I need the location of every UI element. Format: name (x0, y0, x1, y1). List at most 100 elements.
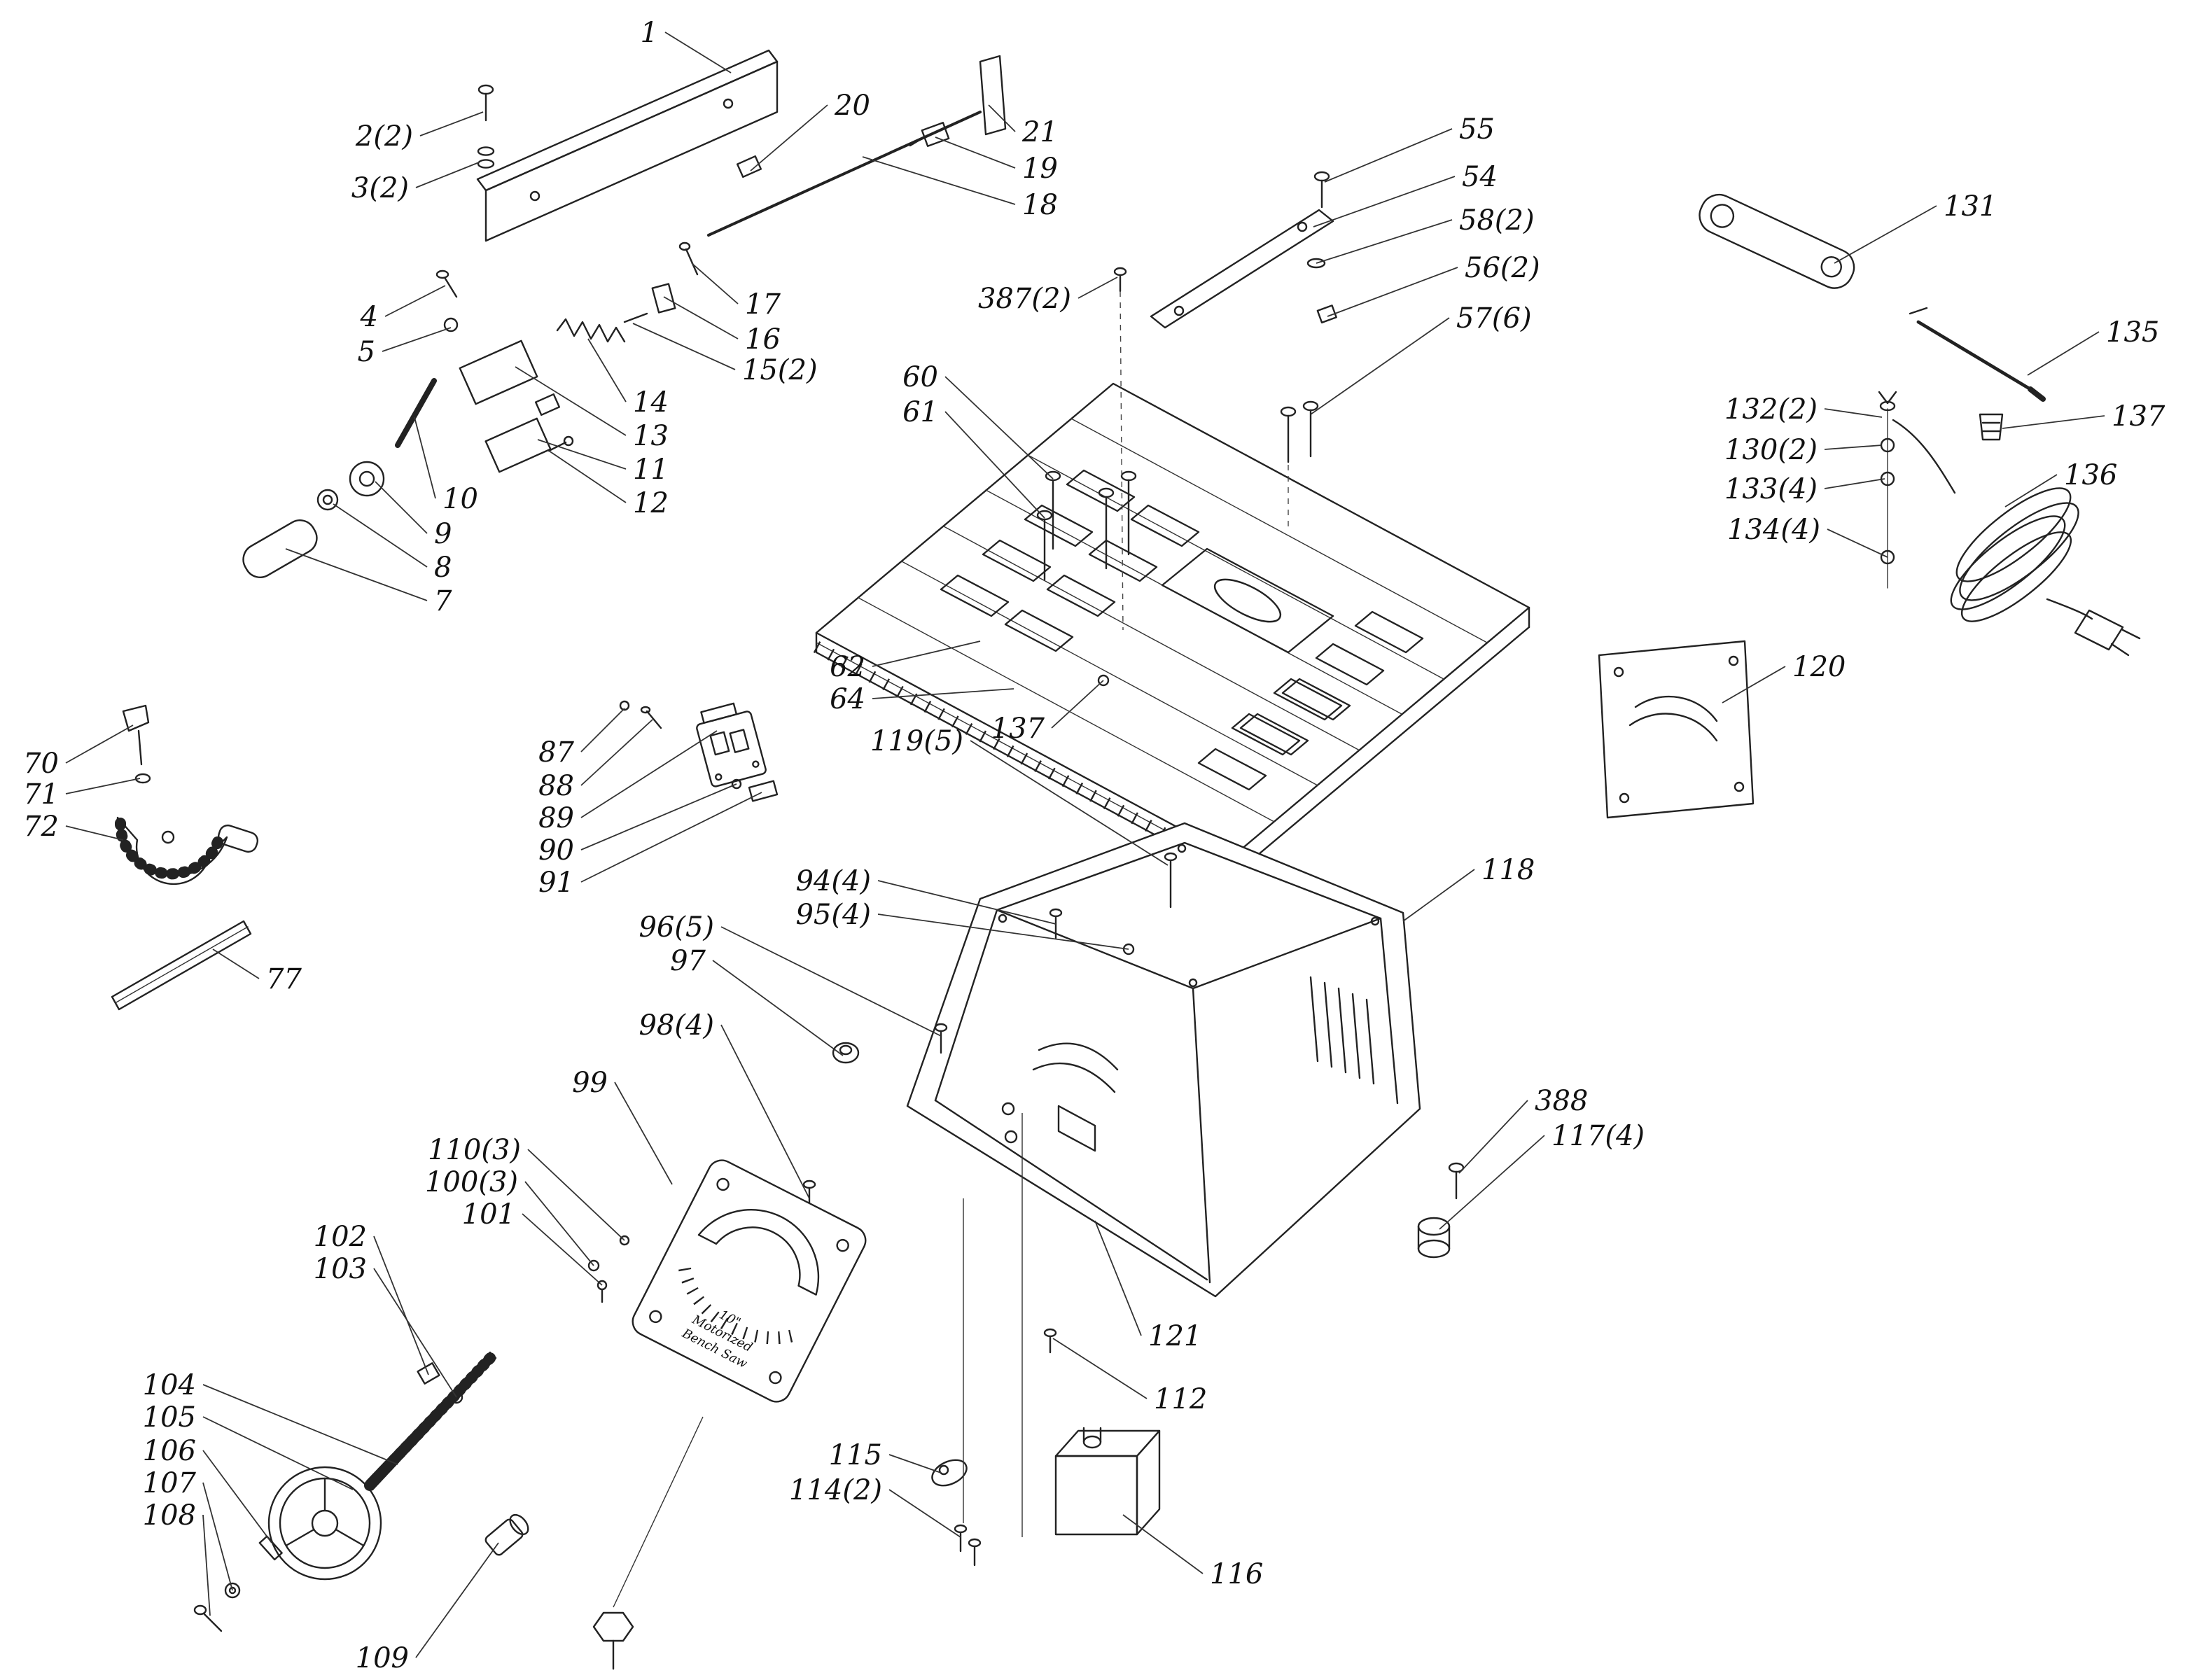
leader-line-9 (375, 481, 428, 534)
leader-line-70 (65, 724, 134, 764)
leader-line-114(2) (888, 1489, 961, 1538)
base-housing (906, 822, 1421, 1298)
leader-line-134(4) (1827, 528, 1888, 558)
callout-5: 5 (358, 336, 375, 368)
leader-line-55 (1324, 128, 1453, 183)
leader-line-387(2) (1077, 276, 1118, 299)
leader-line-77 (212, 948, 260, 979)
leader-line-104 (202, 1384, 398, 1465)
callout-60: 60 (902, 361, 938, 393)
callout-layer: 12(2)3(2)20211918555458(2)56(2)57(6)1311… (23, 17, 2165, 1674)
leader-line-117(4) (1439, 1135, 1545, 1230)
callout-12: 12 (633, 487, 669, 519)
leader-line-105 (202, 1416, 354, 1490)
leader-line-8 (333, 503, 428, 568)
leader-line-12 (548, 450, 627, 503)
leader-line-91 (580, 792, 762, 883)
callout-77: 77 (266, 963, 302, 995)
callout-61: 61 (902, 396, 938, 428)
callout-387(2): 387(2) (978, 283, 1071, 315)
handwheel-assembly (193, 1235, 634, 1670)
callout-17: 17 (745, 288, 781, 321)
leader-line-110(3) (527, 1149, 625, 1241)
callout-9: 9 (434, 518, 452, 550)
callout-110(3): 110(3) (428, 1134, 521, 1166)
callout-58(2): 58(2) (1459, 204, 1535, 237)
leader-line-94(4) (877, 880, 1056, 925)
callout-132(2): 132(2) (1724, 393, 1818, 426)
callout-16: 16 (745, 323, 781, 356)
cord-clamp-115 (931, 1459, 982, 1567)
callout-105: 105 (143, 1401, 196, 1434)
callout-96(5): 96(5) (639, 911, 714, 944)
leader-line-99 (614, 1082, 673, 1185)
callout-89: 89 (538, 802, 574, 834)
leader-line-98(4) (720, 1024, 810, 1199)
leader-line-135 (2027, 331, 2100, 376)
leader-line-16 (663, 296, 739, 340)
callout-13: 13 (633, 420, 669, 452)
leader-line-109 (415, 1542, 499, 1658)
leader-line-56(2) (1327, 267, 1458, 317)
callout-7: 7 (434, 585, 452, 617)
leader-line-103 (373, 1268, 457, 1398)
leader-line-62 (872, 640, 981, 667)
callout-18: 18 (1022, 189, 1058, 221)
callout-106: 106 (143, 1435, 196, 1467)
table-slots (940, 469, 1424, 791)
leader-line-118 (1402, 869, 1475, 922)
callout-8: 8 (434, 552, 452, 584)
callout-91: 91 (538, 867, 574, 899)
callout-136: 136 (2064, 459, 2117, 491)
callout-133(4): 133(4) (1724, 473, 1818, 505)
power-switch (619, 700, 779, 802)
leader-line-120 (1722, 666, 1786, 704)
callout-88: 88 (538, 770, 574, 802)
leader-line-7 (285, 548, 428, 601)
leader-line-97 (712, 960, 844, 1056)
leader-line-15(2) (632, 323, 736, 370)
callout-116: 116 (1210, 1558, 1263, 1590)
callout-104: 104 (143, 1369, 196, 1401)
leader-line-20 (750, 104, 828, 172)
side-plate-120 (1598, 640, 1755, 819)
callout-62: 62 (830, 651, 865, 683)
fence-rod-and-brackets (707, 55, 1007, 237)
leader-line-71 (65, 778, 141, 794)
leader-line-90 (580, 783, 737, 850)
callout-103: 103 (314, 1253, 367, 1285)
callout-2(2): 2(2) (355, 120, 413, 153)
leader-line-2(2) (419, 111, 484, 136)
alignment-lines (613, 290, 1289, 1608)
callout-56(2): 56(2) (1465, 252, 1540, 284)
rail-screws (477, 84, 495, 169)
leader-line-108 (202, 1514, 211, 1616)
callout-1: 1 (641, 17, 658, 49)
callout-388: 388 (1535, 1085, 1588, 1117)
leader-line-130(2) (1824, 444, 1883, 450)
leader-line-57(6) (1310, 317, 1450, 415)
blade-insert (1161, 547, 1334, 654)
callout-107: 107 (143, 1467, 197, 1499)
leader-line-121 (1094, 1220, 1142, 1336)
leader-line-61 (944, 411, 1045, 519)
callout-130(2): 130(2) (1724, 434, 1818, 466)
miter-gauge (111, 704, 259, 1011)
callout-4: 4 (360, 301, 378, 333)
callout-64: 64 (830, 683, 865, 715)
leader-line-14 (587, 338, 627, 402)
fence-rail (476, 49, 779, 242)
leader-line-101 (522, 1213, 603, 1286)
leader-line-10 (414, 416, 436, 499)
callout-112: 112 (1154, 1383, 1207, 1415)
leader-line-21 (988, 104, 1016, 132)
callout-87: 87 (538, 736, 574, 769)
callout-108: 108 (143, 1499, 196, 1532)
leader-line-60 (944, 376, 1054, 479)
leader-line-102 (373, 1236, 429, 1376)
leader-line-116 (1122, 1514, 1204, 1574)
callout-21: 21 (1021, 116, 1058, 148)
callout-72: 72 (23, 811, 59, 843)
bevel-plate: 10" Motorized Bench Saw (632, 1159, 867, 1403)
